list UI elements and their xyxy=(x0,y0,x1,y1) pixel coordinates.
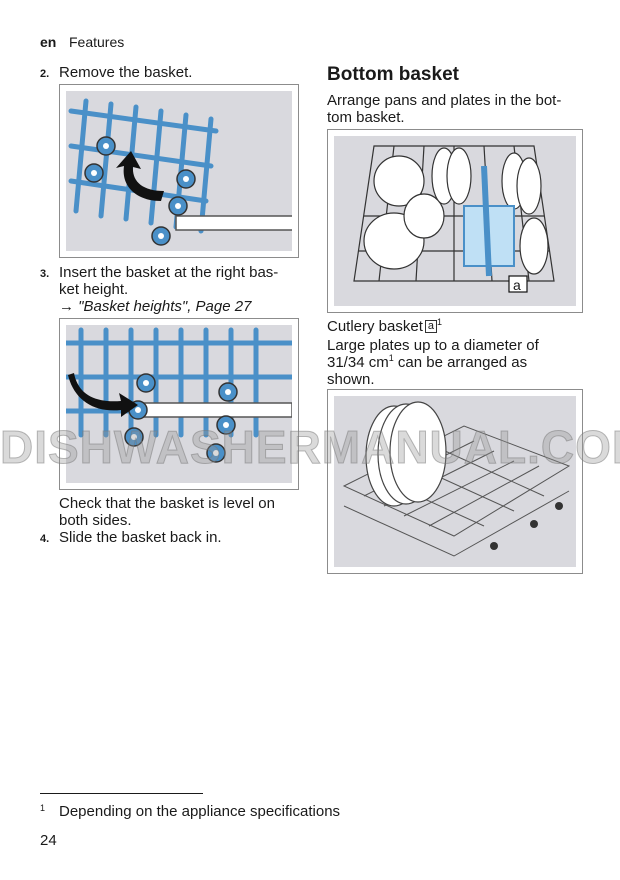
footnote-text: Depending on the appliance specification… xyxy=(59,803,341,820)
bottom-basket-figure: a xyxy=(327,129,583,313)
page-number: 24 xyxy=(40,832,57,849)
large-plates-figure xyxy=(327,389,583,574)
insert-basket-figure xyxy=(59,318,299,490)
intro-paragraph: Arrange pans and plates in the bot- tom … xyxy=(327,92,562,126)
arrow-icon xyxy=(116,151,164,201)
step-text: Remove the basket. xyxy=(59,64,193,81)
remove-basket-figure xyxy=(59,84,299,258)
bottom-basket-illustration xyxy=(353,145,555,293)
step-text: Slide the basket back in. xyxy=(59,529,222,546)
watermark: DISHWASHERMANUAL.COM xyxy=(0,421,620,474)
language-code: en xyxy=(40,34,57,50)
arrow-icon xyxy=(68,373,138,417)
footnote-ref: 1 xyxy=(388,353,394,363)
step-number: 4. xyxy=(40,533,50,545)
callout-label: a xyxy=(513,277,521,293)
insert-basket-illustration xyxy=(66,327,292,463)
large-plates-illustration xyxy=(342,401,571,557)
step-number: 3. xyxy=(40,268,50,280)
footnote-mark: 1 xyxy=(40,803,46,813)
step-text: Insert the basket at the right bas- xyxy=(59,264,279,281)
cross-reference-link[interactable]: → "Basket heights", Page 27 xyxy=(59,298,252,315)
footnote-ref: 1 xyxy=(437,317,443,327)
section-title: Features xyxy=(69,34,125,50)
level-check-note: Check that the basket is level on both s… xyxy=(59,495,275,529)
section-heading: Bottom basket xyxy=(327,64,459,85)
remove-basket-illustration xyxy=(68,98,292,246)
callout-box: a xyxy=(424,320,437,333)
step-text: ket height. xyxy=(59,281,129,298)
footnote-divider xyxy=(40,793,203,794)
large-plates-paragraph: Large plates up to a diameter of 31/34 c… xyxy=(327,337,539,388)
step-number: 2. xyxy=(40,68,50,80)
